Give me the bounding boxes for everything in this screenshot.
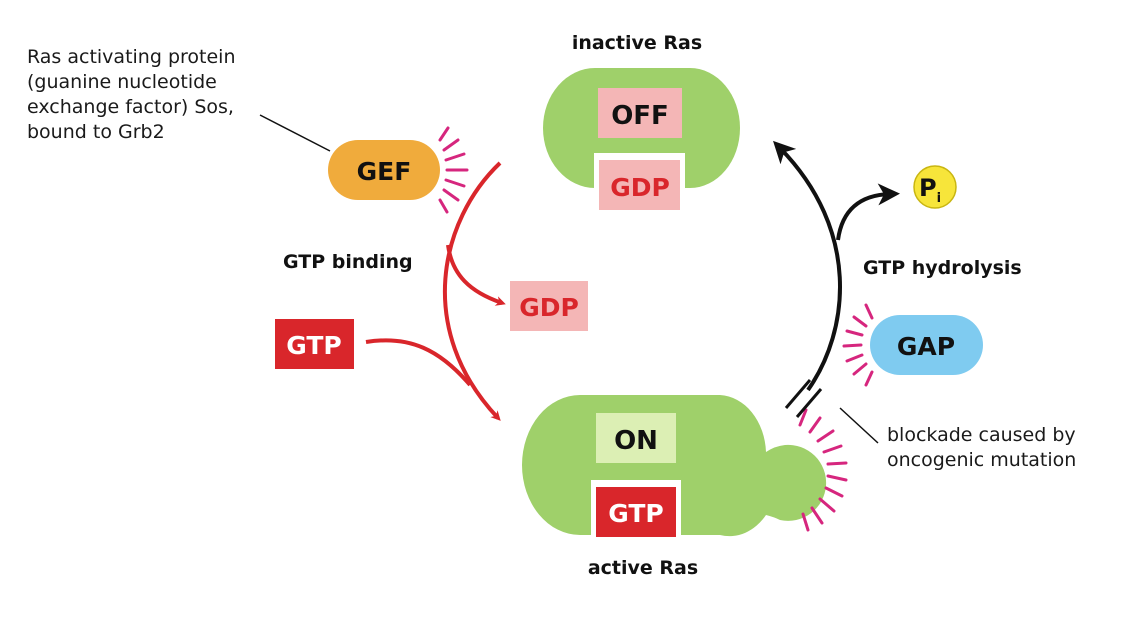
gdp-bound-label: GDP [610,173,670,202]
gef-spikes [438,126,469,214]
gdp-released-box [510,281,588,331]
blockade-line-2: oncogenic mutation [887,449,1076,471]
gdp-release-arrow [446,244,506,306]
inactive-ras-label: inactive Ras [572,32,702,54]
gtp-bound-label: GTP [608,499,663,528]
on-box [596,413,676,463]
gtp-free-box [275,319,354,369]
blockade-label: blockade caused by oncogenic mutation [887,424,1082,471]
gef-label: GEF [357,157,412,186]
gap-spikes [842,303,874,387]
gef-desc-line-1: Ras activating protein [27,46,235,68]
on-label: ON [614,426,658,456]
gdp-bound-box [599,160,680,210]
gef-desc-line-3: exchange factor) Sos, [27,96,234,118]
gtp-entry-arrow [365,338,472,387]
gef-desc-line-2: (guanine nucleotide [27,71,217,93]
gef-main-arrow [442,161,502,421]
gef-leader-line [259,114,331,152]
off-label: OFF [611,101,669,131]
hydrolysis-main-arrow [773,140,842,392]
gef-desc-line-4: bound to Grb2 [27,121,165,143]
pi-label: Pi [919,174,941,206]
blockade-leader-line [839,407,879,444]
gap-pill [870,315,983,375]
gtp-bound-box [596,487,676,537]
pi-main: P [919,174,937,202]
active-ras-label: active Ras [588,557,698,579]
blockade-line-1: blockade caused by [887,424,1076,446]
off-box [598,88,682,138]
active-ras-spikes [798,408,848,532]
gef-pill [328,140,440,200]
pi-circle [913,165,957,209]
gap-label: GAP [897,332,955,361]
pi-release-arrow [836,183,900,241]
gtp-hydrolysis-label: GTP hydrolysis [863,257,1022,279]
gef-description: Ras activating protein (guanine nucleoti… [27,46,242,143]
pi-subscript: i [937,191,941,206]
gtp-free-label: GTP [286,331,341,360]
blockade-marker [784,379,823,418]
gtp-binding-label: GTP binding [283,251,413,273]
gdp-released-label: GDP [519,293,579,322]
